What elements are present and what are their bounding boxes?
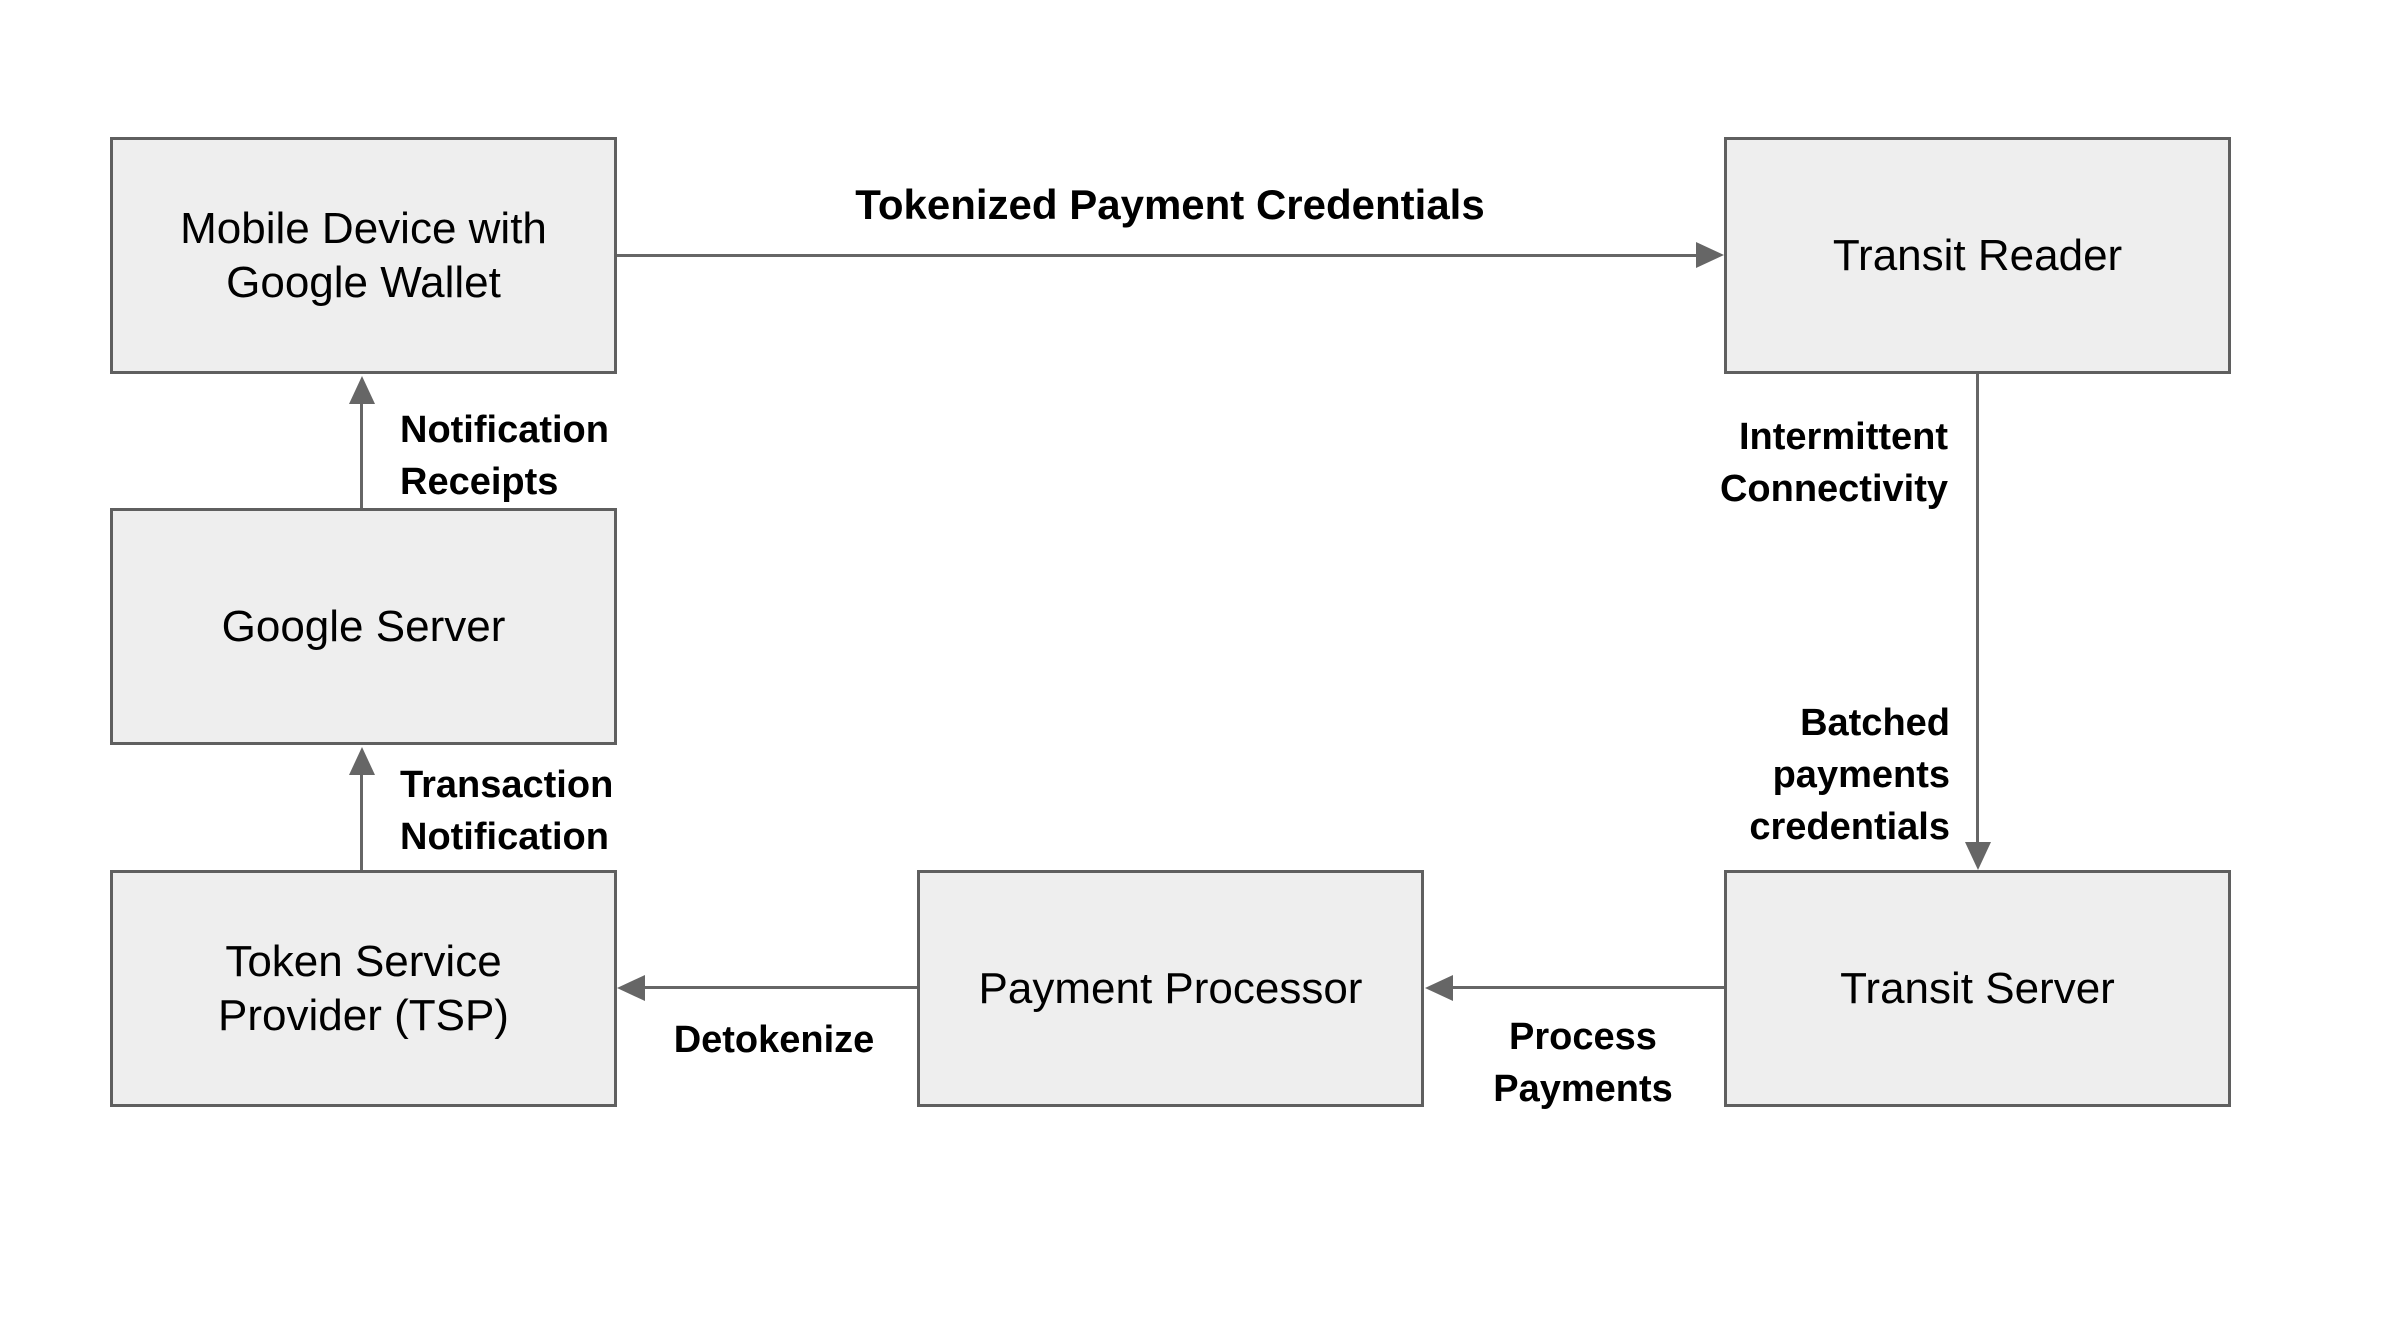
node-transit-server-label: Transit Server bbox=[1840, 963, 2115, 1013]
node-transit-reader: Transit Reader bbox=[1724, 137, 2231, 374]
arrow-detokenize-line bbox=[645, 986, 917, 989]
arrow-transaction-notification-line bbox=[360, 773, 363, 870]
edge-label-notification-receipts: Notification Receipts bbox=[400, 409, 609, 503]
edge-label-batched-payments-credentials: Batched payments credentials bbox=[1749, 702, 1950, 848]
edge-label-intermittent-connectivity: Intermittent Connectivity bbox=[1719, 416, 1948, 510]
edge-label-tokenized-payment-credentials: Tokenized Payment Credentials bbox=[855, 181, 1485, 228]
arrowhead-right-icon bbox=[1696, 242, 1724, 268]
node-google-server-label: Google Server bbox=[221, 601, 506, 651]
arrow-batched-payments-line bbox=[1976, 374, 1979, 844]
arrowhead-up-icon bbox=[349, 747, 375, 775]
arrowhead-down-icon bbox=[1965, 842, 1991, 870]
node-transit-reader-label: Transit Reader bbox=[1832, 230, 2123, 280]
node-transit-server: Transit Server bbox=[1724, 870, 2231, 1107]
arrowhead-up-icon bbox=[349, 376, 375, 404]
node-mobile-device: Mobile Device with Google Wallet bbox=[110, 137, 617, 374]
node-payment-processor-label: Payment Processor bbox=[978, 963, 1363, 1013]
edge-label-detokenize: Detokenize bbox=[673, 1019, 875, 1061]
node-tsp: Token Service Provider (TSP) bbox=[110, 870, 617, 1107]
arrowhead-left-icon bbox=[617, 975, 645, 1001]
arrow-process-payments-line bbox=[1453, 986, 1724, 989]
edge-label-process-payments: Process Payments bbox=[1493, 1016, 1673, 1110]
arrow-notification-receipts-line bbox=[360, 402, 363, 508]
arrow-tokenized-line bbox=[617, 254, 1696, 257]
node-tsp-label: Token Service Provider (TSP) bbox=[218, 936, 509, 1040]
node-payment-processor: Payment Processor bbox=[917, 870, 1424, 1107]
arrowhead-left-icon bbox=[1425, 975, 1453, 1001]
node-google-server: Google Server bbox=[110, 508, 617, 745]
edge-label-transaction-notification: Transaction Notification bbox=[400, 764, 614, 858]
node-mobile-device-label: Mobile Device with Google Wallet bbox=[180, 203, 547, 307]
